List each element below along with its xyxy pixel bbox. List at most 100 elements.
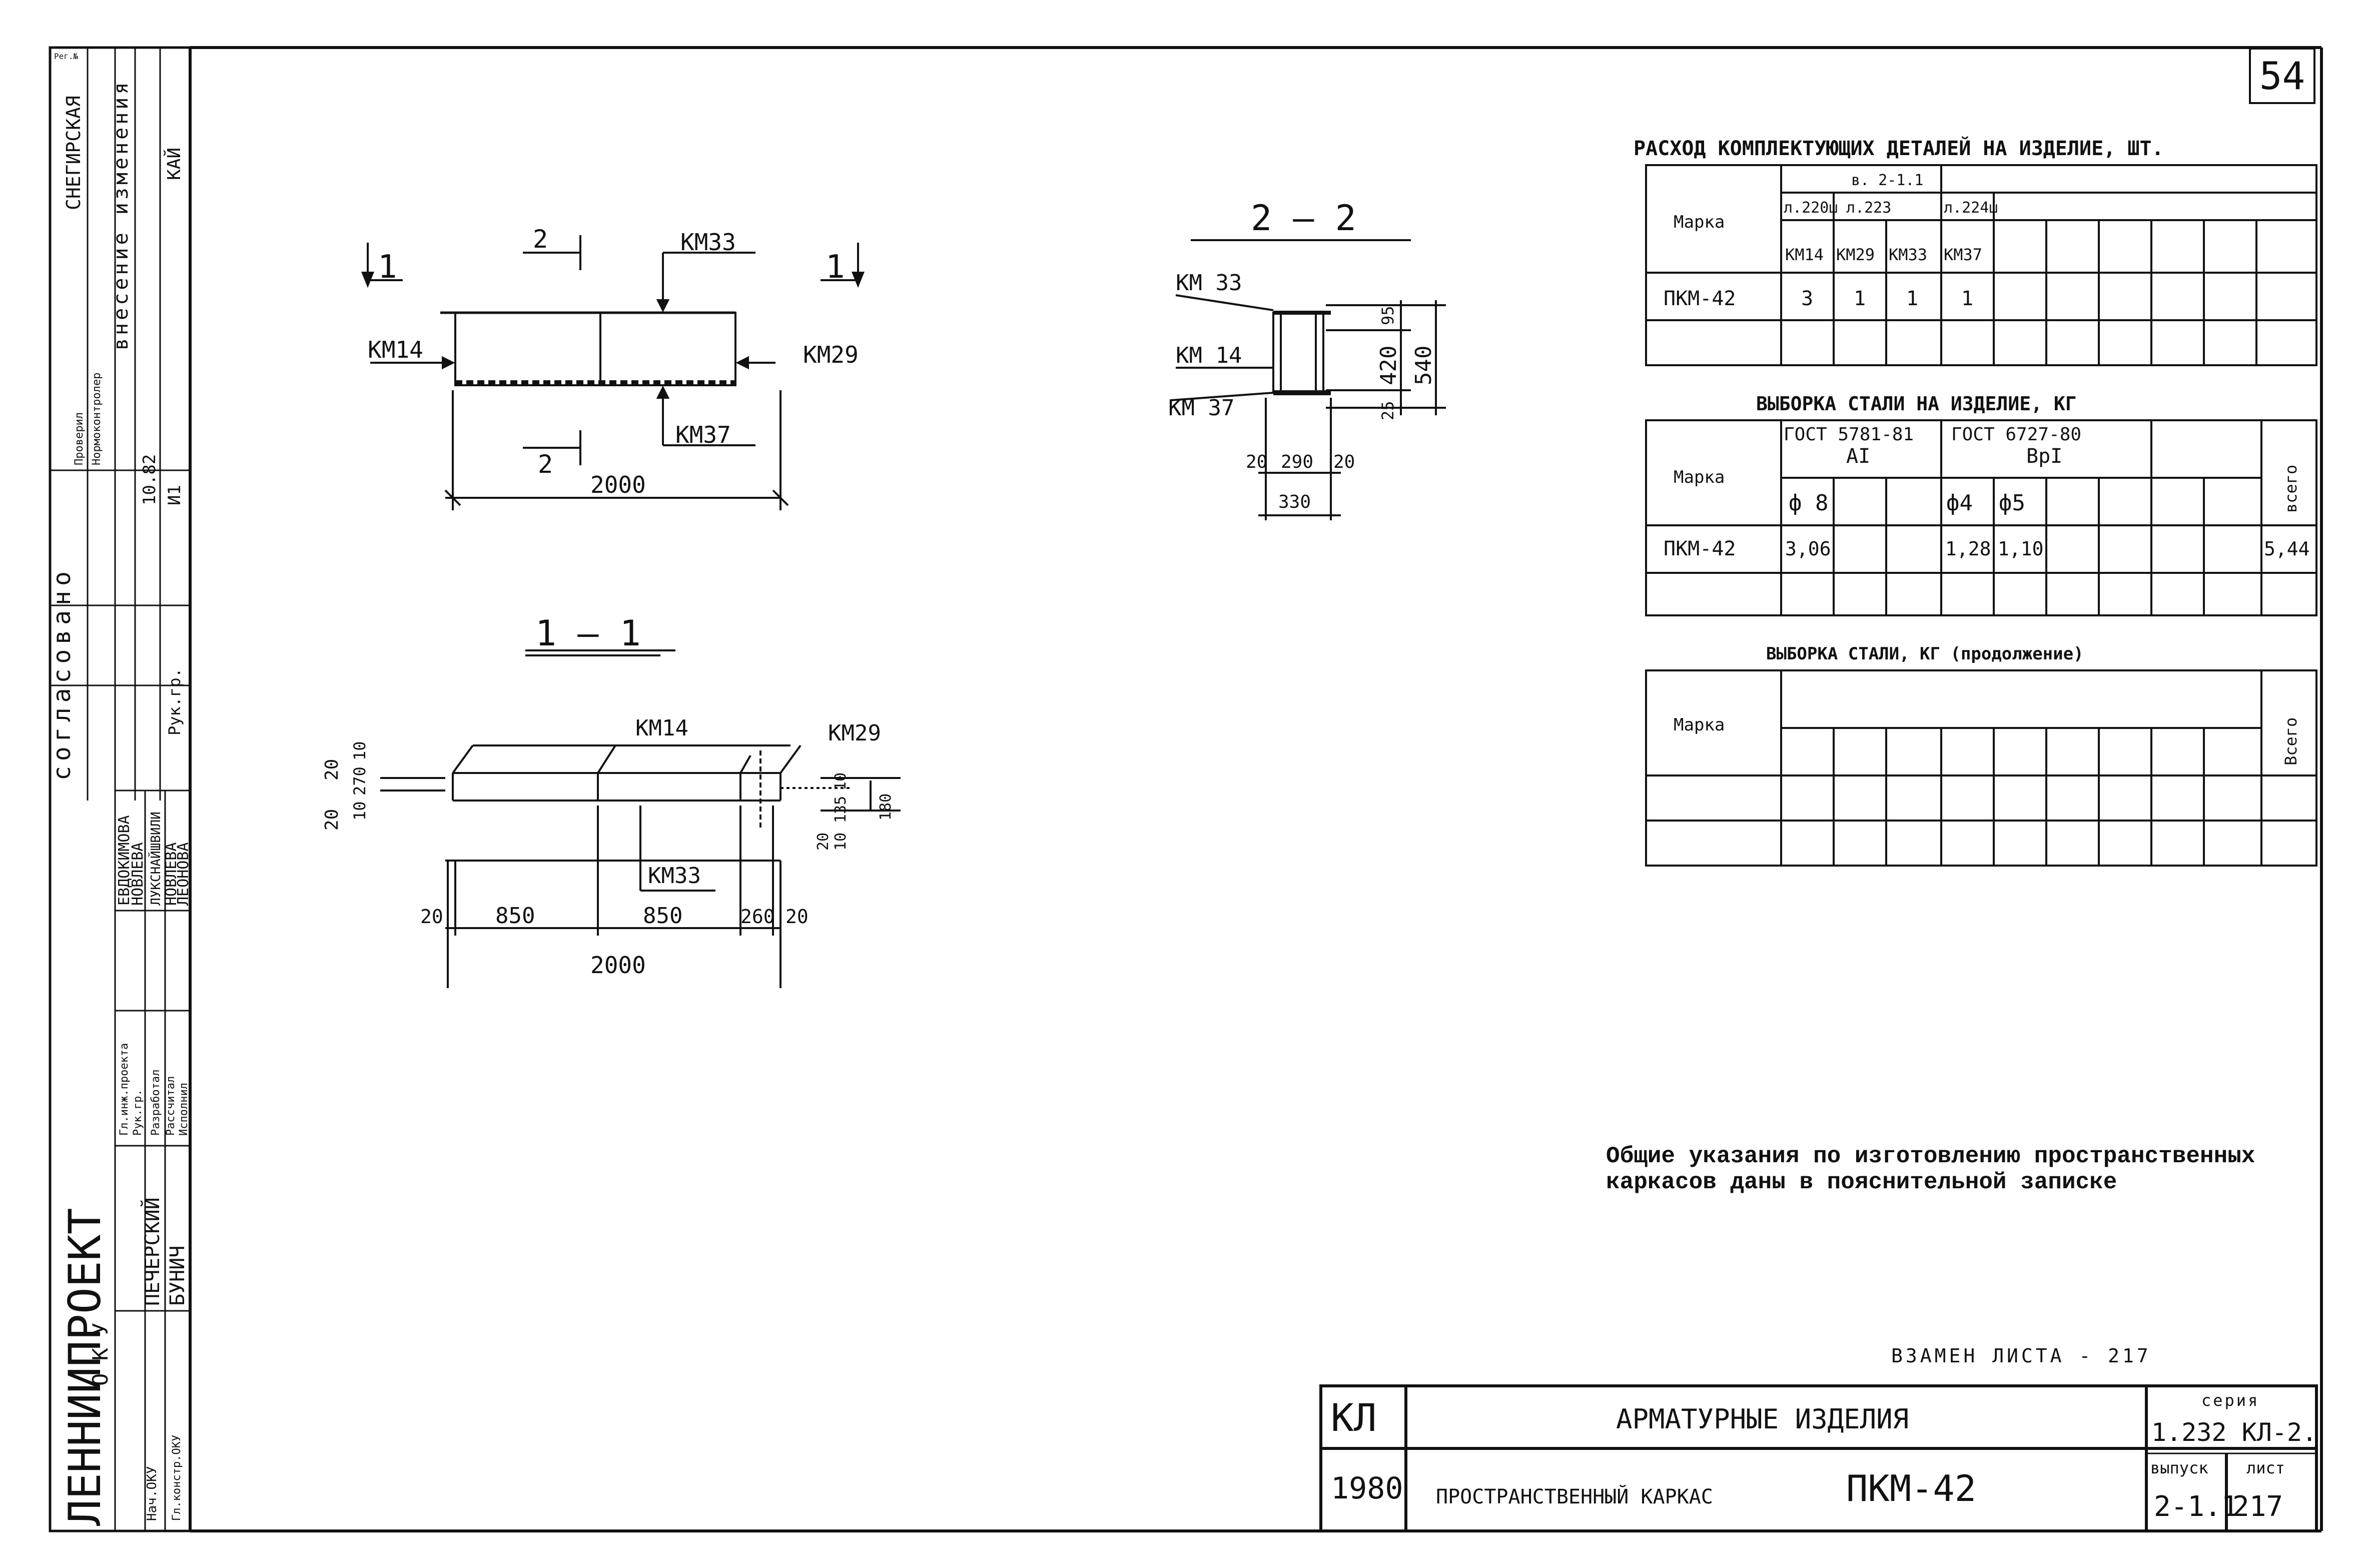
stamp-head-1-name: БУНИЧ (166, 1246, 189, 1306)
sec11-dim-20a: 20 (420, 906, 443, 928)
sec11-rdim-2: 135 (832, 796, 850, 823)
stamp-staff-2-name: ЛУКСНАЙШВИЛИ (148, 812, 164, 906)
stamp-change-name: КАЙ (164, 148, 185, 180)
tb-issue: 2-1.1 (2154, 1490, 2238, 1523)
steel-title: ВЫБОРКА СТАЛИ НА ИЗДЕЛИЕ, КГ (1756, 393, 2077, 415)
sec11-dim-850b: 850 (643, 903, 682, 929)
stamp-norm-control: Нормоконтролер (91, 373, 103, 465)
steel-diam-1: ф4 (1946, 490, 1973, 516)
steel-cont-total-label: Всего (2281, 717, 2300, 765)
sec22-vdim-25: 25 (1378, 401, 1397, 420)
tb-product: ПКМ-42 (1846, 1467, 1976, 1509)
section-1-1-title: 1 — 1 (535, 613, 641, 654)
stamp-change-no: И1 (165, 485, 185, 505)
table-steel-cont-text: ВЫБОРКА СТАЛИ, КГ (продолжение) Марка Вс… (1674, 644, 2300, 765)
parts-group: в. 2-1.1 (1851, 172, 1924, 189)
parts-val-1: 1 (1854, 287, 1866, 310)
parts-col-2: КМ33 (1889, 245, 1927, 264)
sec22-hdim-20b: 20 (1333, 452, 1355, 472)
stamp-dept: О К У (88, 1323, 113, 1386)
sec11-dim-260: 260 (740, 906, 775, 928)
tb-series-label: серия (2201, 1391, 2259, 1410)
sec11-ldim-2: 10 (350, 741, 369, 760)
steel-class1: АI (1846, 445, 1870, 468)
tb-series: 1.232 КЛ-2. (2151, 1418, 2317, 1447)
section-1-1-labels: 1 — 1 КМ14 КМ29 КМ33 20 850 850 260 20 2… (322, 613, 895, 979)
steel-gost1: ГОСТ 5781-81 (1784, 424, 1914, 445)
front-view (361, 235, 865, 510)
side-stamp: ЛЕННИИПРОЕКТ О К У Рег.№ Проверил Нормок… (48, 52, 192, 1526)
sec11-ldim-1: 20 (322, 809, 342, 831)
table-steel (1645, 419, 2317, 616)
stamp-head-1-role: Гл.констр.ОКУ (171, 1435, 183, 1521)
sec11-dim-20b: 20 (785, 906, 809, 928)
sec11-rdim-3: 10 (832, 833, 850, 851)
sec22-vdim-95: 95 (1378, 306, 1397, 325)
parts-col-1: КМ29 (1836, 245, 1875, 264)
front-label-km37: КМ37 (675, 421, 731, 448)
steel-cont-title: ВЫБОРКА СТАЛИ, КГ (продолжение) (1766, 644, 2084, 664)
parts-marka: Марка (1674, 212, 1725, 232)
sec11-label-km14: КМ14 (635, 715, 688, 741)
stamp-staff-0-role: Гл.инж.проекта (118, 1043, 131, 1136)
section-2-2 (1170, 239, 1446, 520)
steel-val-1: 1,28 (1945, 538, 1991, 560)
section-1-1 (380, 649, 901, 988)
tb-issue-label: выпуск (2150, 1458, 2208, 1477)
sec11-dim-850a: 850 (495, 903, 535, 929)
sheet-corner-number: 54 (2249, 48, 2315, 104)
sec11-rdim-4: 180 (877, 794, 895, 821)
tb-code: КЛ (1331, 1395, 1377, 1440)
title-block (1319, 1384, 2318, 1532)
table-parts-text: РАСХОД КОМПЛЕКТУЮЩИХ ДЕТАЛЕЙ НА ИЗДЕЛИЕ,… (1634, 136, 2164, 310)
steel-row-total: 5,44 (2264, 538, 2310, 560)
stamp-reg-no: Рег.№ (54, 52, 79, 61)
front-label-km29: КМ29 (803, 341, 859, 368)
stamp-staff-1-role: Рук.гр. (132, 1089, 144, 1136)
parts-sheet-0: л.220ш (1784, 199, 1838, 217)
sec11-rdim-0: 20 (815, 833, 832, 851)
tb-title1: АРМАТУРНЫЕ ИЗДЕЛИЯ (1616, 1403, 1909, 1435)
steel-cont-marka: Марка (1674, 715, 1725, 735)
stamp-agreed: согласовано (48, 566, 76, 780)
general-note: Общие указания по изготовлению пространс… (1606, 1143, 2255, 1195)
parts-title: РАСХОД КОМПЛЕКТУЮЩИХ ДЕТАЛЕЙ НА ИЗДЕЛИЕ,… (1634, 136, 2164, 160)
stamp-staff-1-name: НОВЛЕВА (129, 843, 147, 906)
stamp-staff-3-name: НОВЛЕВА (163, 843, 180, 906)
parts-val-3: 1 (1961, 287, 1973, 310)
steel-marka: Марка (1674, 467, 1725, 487)
front-view-labels: 1 1 2 2 КМ33 КМ14 КМ29 КМ37 2000 (368, 225, 859, 498)
steel-val-0: 3,06 (1785, 538, 1831, 560)
stamp-staff-4-role: Исполнил (178, 1083, 190, 1136)
steel-class2: ВрI (2026, 445, 2062, 468)
sec11-ldim-3: 270 (350, 766, 369, 796)
replaces-sheet-note: ВЗАМЕН ЛИСТА - 217 (1891, 1345, 2151, 1367)
sec22-hdim-290: 290 (1281, 452, 1313, 472)
sec22-label-km33: КМ 33 (1176, 270, 1242, 296)
tb-sheet: 217 (2232, 1490, 2283, 1523)
table-steel-text: ВЫБОРКА СТАЛИ НА ИЗДЕЛИЕ, КГ Марка ГОСТ … (1664, 393, 2310, 560)
tb-year: 1980 (1331, 1471, 1403, 1506)
front-label-km14: КМ14 (368, 336, 423, 363)
sec22-hdim-20a: 20 (1246, 452, 1267, 472)
front-label-km33: КМ33 (680, 229, 736, 256)
stamp-checked: Проверил (73, 412, 86, 465)
tb-sheet-label: лист (2246, 1458, 2285, 1477)
parts-sheet-1: л.223 (1846, 199, 1891, 217)
section-2-2-title: 2 — 2 (1251, 198, 1356, 239)
parts-val-0: 3 (1801, 287, 1813, 310)
stamp-org: ЛЕННИИПРОЕКТ (59, 1208, 111, 1526)
sec11-label-km29: КМ29 (828, 720, 881, 746)
front-mark-1-right: 1 (826, 249, 845, 286)
tb-title2: ПРОСТРАНСТВЕННЫЙ КАРКАС (1436, 1484, 1713, 1508)
sec11-rdim-1: 10 (832, 772, 850, 791)
steel-diam-0: ф 8 (1789, 490, 1828, 516)
parts-row-mark: ПКМ-42 (1664, 287, 1736, 310)
sec22-vdim-540: 540 (1411, 346, 1436, 385)
steel-val-2: 1,10 (1998, 538, 2044, 560)
title-block-text: КЛ 1980 АРМАТУРНЫЕ ИЗДЕЛИЯ ПРОСТРАНСТВЕН… (1331, 1391, 2317, 1523)
stamp-checker-name: СНЕГИРСКАЯ (63, 96, 85, 210)
parts-col-3: КМ37 (1944, 245, 1982, 264)
steel-gost2: ГОСТ 6727-80 (1951, 424, 2081, 445)
